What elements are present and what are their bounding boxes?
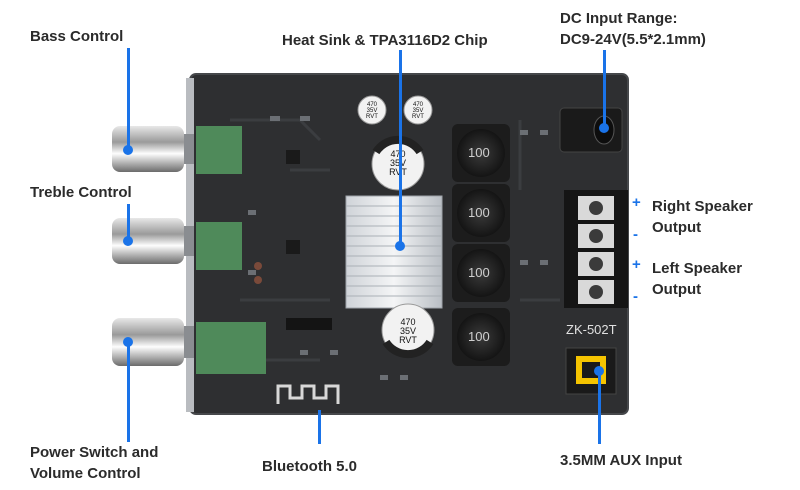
pot-body-bass	[196, 126, 242, 174]
speaker-terminal-block	[564, 190, 628, 308]
volume-knob	[112, 318, 194, 366]
heatsink-callout-line	[399, 50, 402, 246]
treble-callout-line	[127, 204, 130, 242]
capacitor-small-right	[403, 95, 433, 125]
right-speaker-label: Right Speaker Output	[652, 196, 753, 238]
aux-jack	[565, 347, 617, 395]
power-volume-label-line1: Power Switch and	[30, 444, 159, 461]
dc-input-label-line2: DC9-24V(5.5*2.1mm)	[560, 31, 706, 48]
treble-callout-dot	[123, 236, 133, 246]
left-minus-sign: -	[633, 288, 638, 305]
power-volume-label-line2: Volume Control	[30, 465, 141, 482]
treble-knob	[112, 218, 194, 264]
right-plus-sign: +	[632, 194, 641, 211]
bass-callout-line	[127, 48, 130, 150]
bluetooth-antenna-trace	[276, 384, 340, 404]
left-plus-sign: +	[632, 256, 641, 273]
dc-callout-dot	[599, 123, 609, 133]
dc-callout-line	[603, 50, 606, 130]
heatsink-label: Heat Sink & TPA3116D2 Chip	[282, 32, 488, 49]
right-speaker-label-line2: Output	[652, 219, 702, 236]
dc-input-label-line1: DC Input Range:	[560, 10, 678, 27]
inductor-label-1: 100	[468, 145, 490, 160]
right-minus-sign: -	[633, 226, 638, 243]
bluetooth-label: Bluetooth 5.0	[262, 458, 358, 475]
inductor-label-4: 100	[468, 329, 490, 344]
capacitor-large-bottom	[381, 303, 435, 359]
inductor-2	[452, 184, 510, 242]
capacitor-large-top	[371, 135, 425, 191]
inductor-label-2: 100	[468, 205, 490, 220]
bluetooth-callout-line	[318, 410, 321, 444]
dc-jack	[559, 107, 623, 153]
right-speaker-label-line1: Right Speaker	[652, 198, 753, 215]
capacitor-small-left	[357, 95, 387, 125]
inductor-label-3: 100	[468, 265, 490, 280]
power-volume-label: Power Switch and Volume Control	[30, 442, 158, 484]
inductor-1	[452, 124, 510, 182]
pot-body-treble	[196, 222, 242, 270]
inductor-4	[452, 308, 510, 366]
aux-input-label: 3.5MM AUX Input	[560, 452, 682, 469]
power-callout-dot	[123, 337, 133, 347]
left-speaker-label-line1: Left Speaker	[652, 260, 743, 277]
treble-control-label: Treble Control	[30, 184, 132, 201]
pot-body-volume	[196, 322, 266, 374]
inductor-3	[452, 244, 510, 302]
bass-control-label: Bass Control	[30, 28, 124, 45]
heat-sink	[345, 195, 443, 309]
aux-callout-dot	[594, 366, 604, 376]
bass-callout-dot	[123, 145, 133, 155]
bass-knob	[112, 126, 194, 172]
aux-callout-line	[598, 372, 601, 444]
model-label: ZK-502T	[566, 322, 617, 337]
heatsink-callout-dot	[395, 241, 405, 251]
left-speaker-label: Left Speaker Output	[652, 258, 742, 300]
left-speaker-label-line2: Output	[652, 281, 702, 298]
dc-input-label: DC Input Range: DC9-24V(5.5*2.1mm)	[560, 8, 706, 50]
power-callout-line	[127, 342, 130, 442]
